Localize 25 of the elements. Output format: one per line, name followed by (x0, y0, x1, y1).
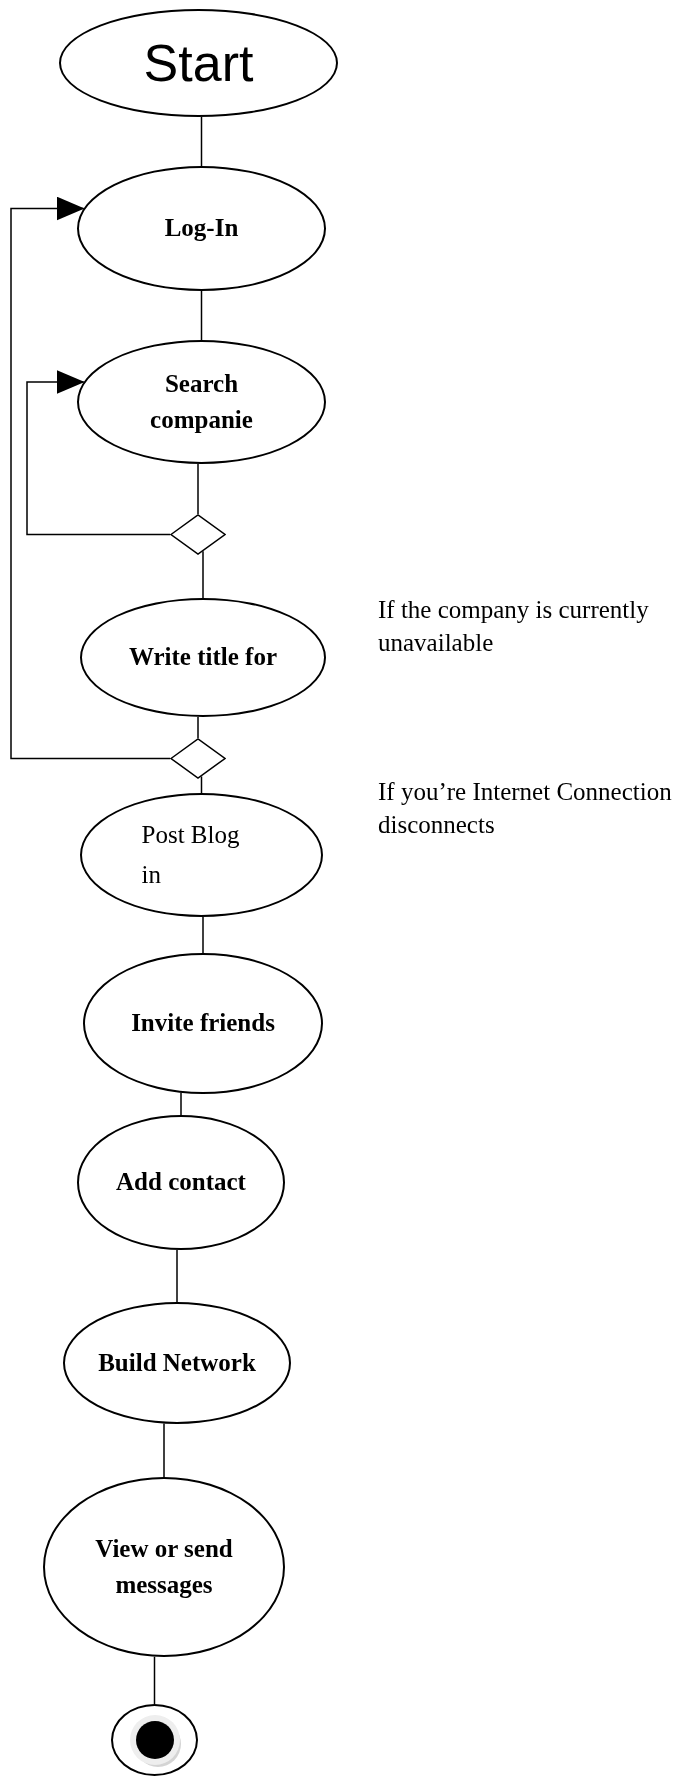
connector-line (163, 1422, 165, 1478)
activity-label: Add contact (116, 1167, 246, 1198)
connector-line (176, 1249, 178, 1303)
connector-line (202, 916, 204, 954)
connector-line (197, 463, 199, 515)
activity-label: Log-In (164, 213, 239, 244)
connector-line (200, 116, 203, 167)
activity-label: Build Network (98, 1347, 256, 1378)
connector-line (202, 550, 204, 599)
activity-label: Search companie (149, 368, 254, 435)
connector-line (153, 1655, 156, 1705)
connector-line (200, 290, 203, 341)
activity-label: Post Blog in (141, 820, 241, 890)
activity-label: Invite friends (131, 1008, 275, 1039)
condition-note: If you’re Internet Connection disconnects (378, 777, 673, 840)
activity-label: Start (143, 37, 254, 89)
arrow (26, 370, 171, 536)
condition-note: If the company is currently unavailable (378, 595, 650, 658)
activity-label: View or send messages (94, 1533, 234, 1600)
decision-diamond (170, 738, 226, 779)
connector-line (197, 716, 199, 739)
decision-diamond (170, 514, 226, 555)
arrow (10, 196, 171, 760)
activity-label: Write title for (128, 642, 278, 673)
connector-line (180, 1092, 182, 1116)
